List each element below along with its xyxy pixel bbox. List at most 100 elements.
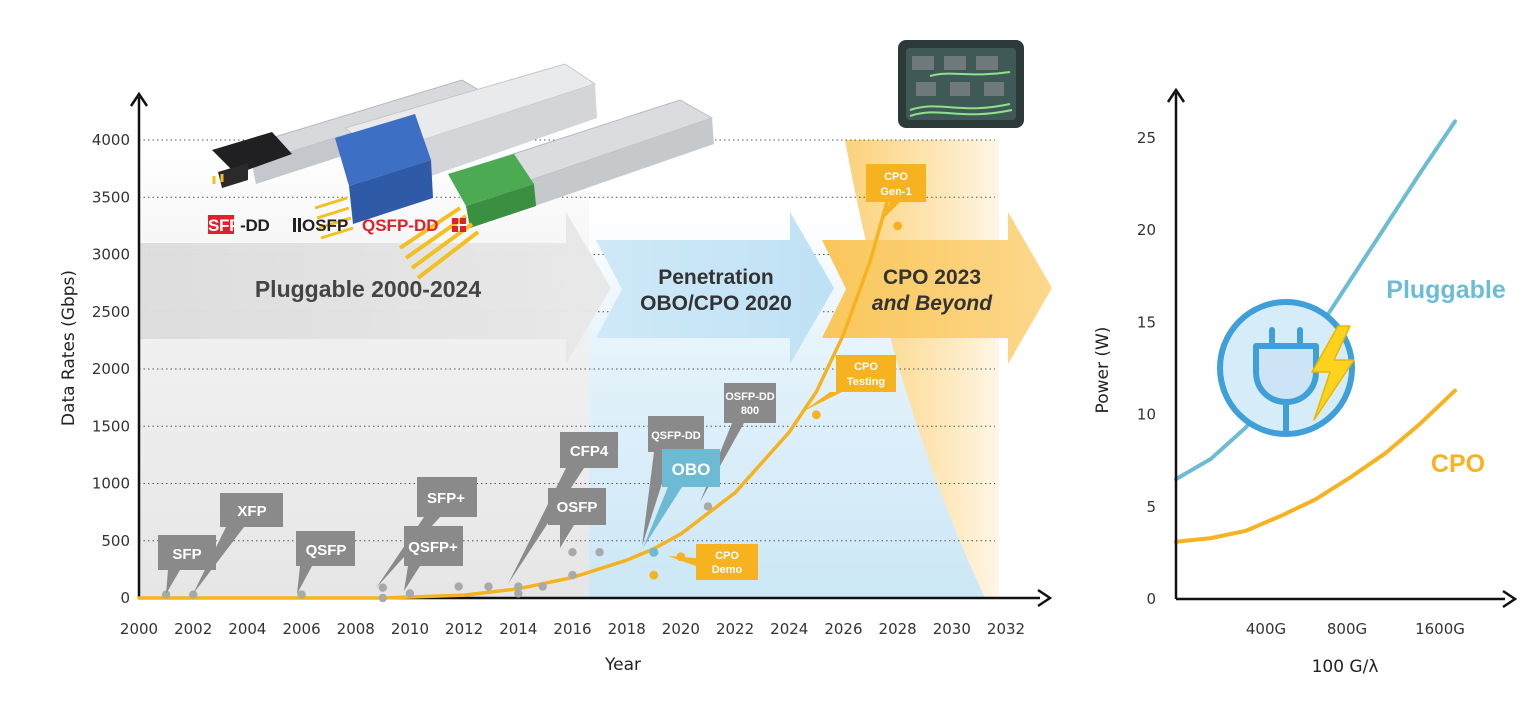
y-tick-label: 3000 xyxy=(92,246,130,264)
callout-qsfp: QSFP xyxy=(296,531,355,594)
module-point xyxy=(405,589,415,598)
module-point xyxy=(568,570,577,580)
phase-arrow-cpo: CPO 2023 and Beyond xyxy=(822,212,1052,364)
y-tick-label: 20 xyxy=(1137,221,1156,239)
sfp-dd-logo-mark xyxy=(208,215,234,234)
y-tick-label: 2000 xyxy=(92,360,130,378)
qsfp-dd-logo: QSFP-DD xyxy=(362,216,439,235)
qsfp-dd-module-image xyxy=(398,99,714,280)
phase-label-cpo-line1: CPO 2023 xyxy=(883,266,981,289)
module-point xyxy=(514,589,523,598)
cpo-point xyxy=(893,221,903,231)
phase-label-penetration-line2: OBO/CPO 2020 xyxy=(640,292,792,315)
callout-sfp: SFP xyxy=(158,535,216,594)
y-tick-label: 3500 xyxy=(92,188,130,206)
y-tick-label: 0 xyxy=(1146,590,1156,608)
callout-label: OBO xyxy=(672,460,711,479)
x-tick-label: 2008 xyxy=(337,620,375,638)
y-axis-arrow xyxy=(129,91,149,107)
callout-qsfp-dd: QSFP-DD xyxy=(642,416,704,546)
y-tick-label: 5 xyxy=(1146,498,1156,516)
callout-label: QSFP-DD xyxy=(651,430,701,442)
module-point xyxy=(378,583,388,592)
y-axis-title: Data Rates (Gbps) xyxy=(59,270,79,426)
callout-xfp: XFP xyxy=(193,493,283,594)
right-axes xyxy=(1166,87,1518,609)
x-tick-label: 2000 xyxy=(120,620,158,638)
phase-label-penetration-line1: Penetration xyxy=(658,266,774,289)
phase-arrow-penetration: Penetration OBO/CPO 2020 xyxy=(596,212,834,364)
x-tick-label: 2032 xyxy=(987,620,1025,638)
phase-label-pluggable: Pluggable 2000-2024 xyxy=(255,276,481,302)
obo-point xyxy=(649,547,659,557)
x-tick-label: 2014 xyxy=(499,620,537,638)
callout-cpo-gen1: CPO Gen-1 xyxy=(866,164,926,222)
phase-label-cpo-line2: and Beyond xyxy=(872,292,993,315)
y-axis-arrow xyxy=(1166,87,1186,103)
x-tick-label: 2020 xyxy=(662,620,700,638)
callout-label: XFP xyxy=(237,503,266,520)
module-point xyxy=(378,593,388,603)
module-point xyxy=(188,590,198,599)
callout-label-line2: 800 xyxy=(741,405,759,417)
callout-label: SFP+ xyxy=(427,490,465,507)
phase-arrow-shape xyxy=(596,212,834,364)
callout-label-line1: OSFP-DD xyxy=(725,391,775,403)
x-tick-label: 400G xyxy=(1246,620,1286,638)
module-point xyxy=(538,582,547,591)
module-point xyxy=(568,548,577,557)
data-rate-curve xyxy=(137,172,897,600)
x-tick-label: 2018 xyxy=(608,620,646,638)
callout-label-line1: CPO xyxy=(854,361,878,373)
callout-label-line2: Testing xyxy=(847,376,885,388)
optical-modules-illustration xyxy=(212,63,714,280)
legend-pluggable: Pluggable xyxy=(1386,276,1506,304)
y-tick-label: 4000 xyxy=(92,131,130,149)
x-tick-label: 2030 xyxy=(933,620,971,638)
cpo-power-curve xyxy=(1174,388,1457,544)
x-axis-title: 100 G/λ xyxy=(1312,657,1379,677)
x-tick-label: 2004 xyxy=(228,620,266,638)
callout-label: SFP xyxy=(172,546,201,563)
x-axis-arrow xyxy=(1502,589,1518,609)
y-tick-label: 15 xyxy=(1137,313,1156,331)
legend-cpo: CPO xyxy=(1431,450,1485,478)
module-point xyxy=(484,582,493,591)
y-axis-title: Power (W) xyxy=(1093,327,1113,414)
module-point xyxy=(454,582,463,591)
x-axis-title: Year xyxy=(604,655,641,675)
x-tick-label: 2022 xyxy=(716,620,754,638)
callout-qsfp-plus: QSFP+ xyxy=(404,526,463,591)
module-point xyxy=(595,548,604,557)
callout-label: QSFP+ xyxy=(408,539,458,556)
phase-arrow-pluggable: Pluggable 2000-2024 xyxy=(139,212,611,364)
y-tick-label: 25 xyxy=(1137,129,1156,147)
power-plug-lightning-icon xyxy=(1217,299,1355,437)
x-tick-label: 2010 xyxy=(391,620,429,638)
callout-cpo-testing: CPO Testing xyxy=(802,355,896,412)
callout-label-line2: Gen-1 xyxy=(880,186,911,198)
x-tick-label: 2026 xyxy=(824,620,862,638)
x-tick-label: 2012 xyxy=(445,620,483,638)
x-tick-label: 2006 xyxy=(282,620,320,638)
msa-logos: SFP-DD OSFP QSFP-DD xyxy=(208,215,466,235)
x-axis-arrow xyxy=(1037,588,1053,608)
cpo-point xyxy=(811,410,821,420)
x-tick-label: 2024 xyxy=(770,620,808,638)
data-points xyxy=(161,221,903,603)
x-tick-label: 800G xyxy=(1327,620,1367,638)
qsfp-dd-logo-mark xyxy=(452,218,466,232)
y-tick-label: 2500 xyxy=(92,303,130,321)
callout-cpo-demo: CPO Demo xyxy=(668,544,758,580)
sfp-dd-logo: SFP-DD xyxy=(208,216,270,235)
osfp-logo-mark xyxy=(293,218,301,232)
x-tick-label: 2002 xyxy=(174,620,212,638)
callout-label-line1: CPO xyxy=(715,550,739,562)
callout-label-line1: CPO xyxy=(884,171,908,183)
